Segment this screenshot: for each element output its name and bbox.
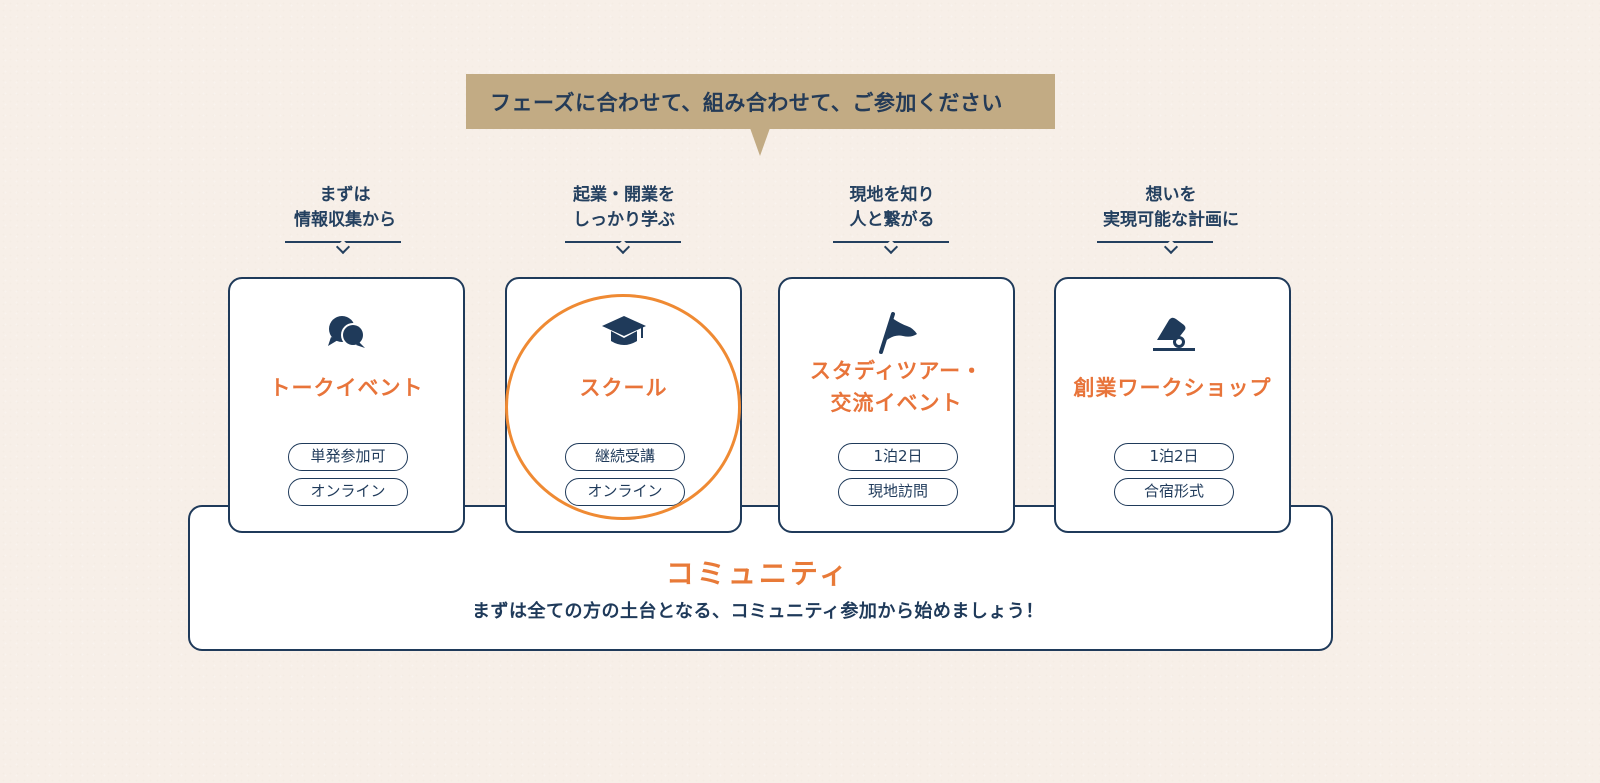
phase-label-line2: 情報収集から <box>294 210 396 230</box>
flag-icon <box>780 312 1013 354</box>
phase-label-learn: 起業・開業を しっかり学ぶ <box>544 183 704 233</box>
tag-badge: 単発参加可 <box>288 443 408 471</box>
banner-pointer <box>750 128 770 156</box>
card-workshop[interactable]: 創業ワークショップ 1泊2日 合宿形式 <box>1054 277 1291 533</box>
tag-badge: 合宿形式 <box>1114 478 1234 506</box>
card-title-line1: スクール <box>579 376 668 400</box>
tag-badge: 1泊2日 <box>1114 443 1234 471</box>
phase-label-info: まずは 情報収集から <box>265 183 425 233</box>
stamp-icon <box>1056 312 1289 354</box>
phase-label-line1: 起業・開業を <box>573 185 675 205</box>
phase-label-line1: 現地を知り <box>849 185 935 205</box>
phase-label-line2: 人と繋がる <box>849 210 935 230</box>
card-title: スタディツアー・ 交流イベント <box>780 355 1013 419</box>
phase-label-line2: 実現可能な計画に <box>1103 210 1239 230</box>
chat-bubbles-icon <box>230 312 463 354</box>
tag-badge: 現地訪問 <box>838 478 958 506</box>
card-talk-event[interactable]: トークイベント 単発参加可 オンライン <box>228 277 465 533</box>
tag-badge: 1泊2日 <box>838 443 958 471</box>
phase-underline <box>1097 241 1213 243</box>
card-title-line1: 創業ワークショップ <box>1073 376 1272 400</box>
phase-label-connect: 現地を知り 人と繋がる <box>812 183 972 233</box>
card-study-tour[interactable]: スタディツアー・ 交流イベント 1泊2日 現地訪問 <box>778 277 1015 533</box>
card-title: 創業ワークショップ <box>1056 372 1289 404</box>
graduation-cap-icon <box>507 312 740 354</box>
tag-badge: オンライン <box>565 478 685 506</box>
phase-label-line1: まずは <box>319 185 371 205</box>
phase-label-line2: しっかり学ぶ <box>573 210 675 230</box>
card-school[interactable]: スクール 継続受講 オンライン <box>505 277 742 533</box>
community-subtitle: まずは全ての方の土台となる、コミュニティ参加から始めましょう！ <box>472 601 1044 622</box>
phase-label-line1: 想いを <box>1145 185 1197 205</box>
card-title-line1: トークイベント <box>269 376 424 400</box>
tag-badge: オンライン <box>288 478 408 506</box>
community-title: コミュニティ <box>665 557 851 590</box>
phase-banner: フェーズに合わせて、組み合わせて、ご参加ください <box>466 74 1055 129</box>
card-title: スクール <box>507 372 740 404</box>
phase-label-plan: 想いを 実現可能な計画に <box>1091 183 1251 233</box>
card-title-line1: スタディツアー・ <box>809 359 984 383</box>
card-title: トークイベント <box>230 372 463 404</box>
tag-badge: 継続受講 <box>565 443 685 471</box>
banner-text: フェーズに合わせて、組み合わせて、ご参加ください <box>490 90 1003 115</box>
card-title-line2: 交流イベント <box>830 391 963 415</box>
